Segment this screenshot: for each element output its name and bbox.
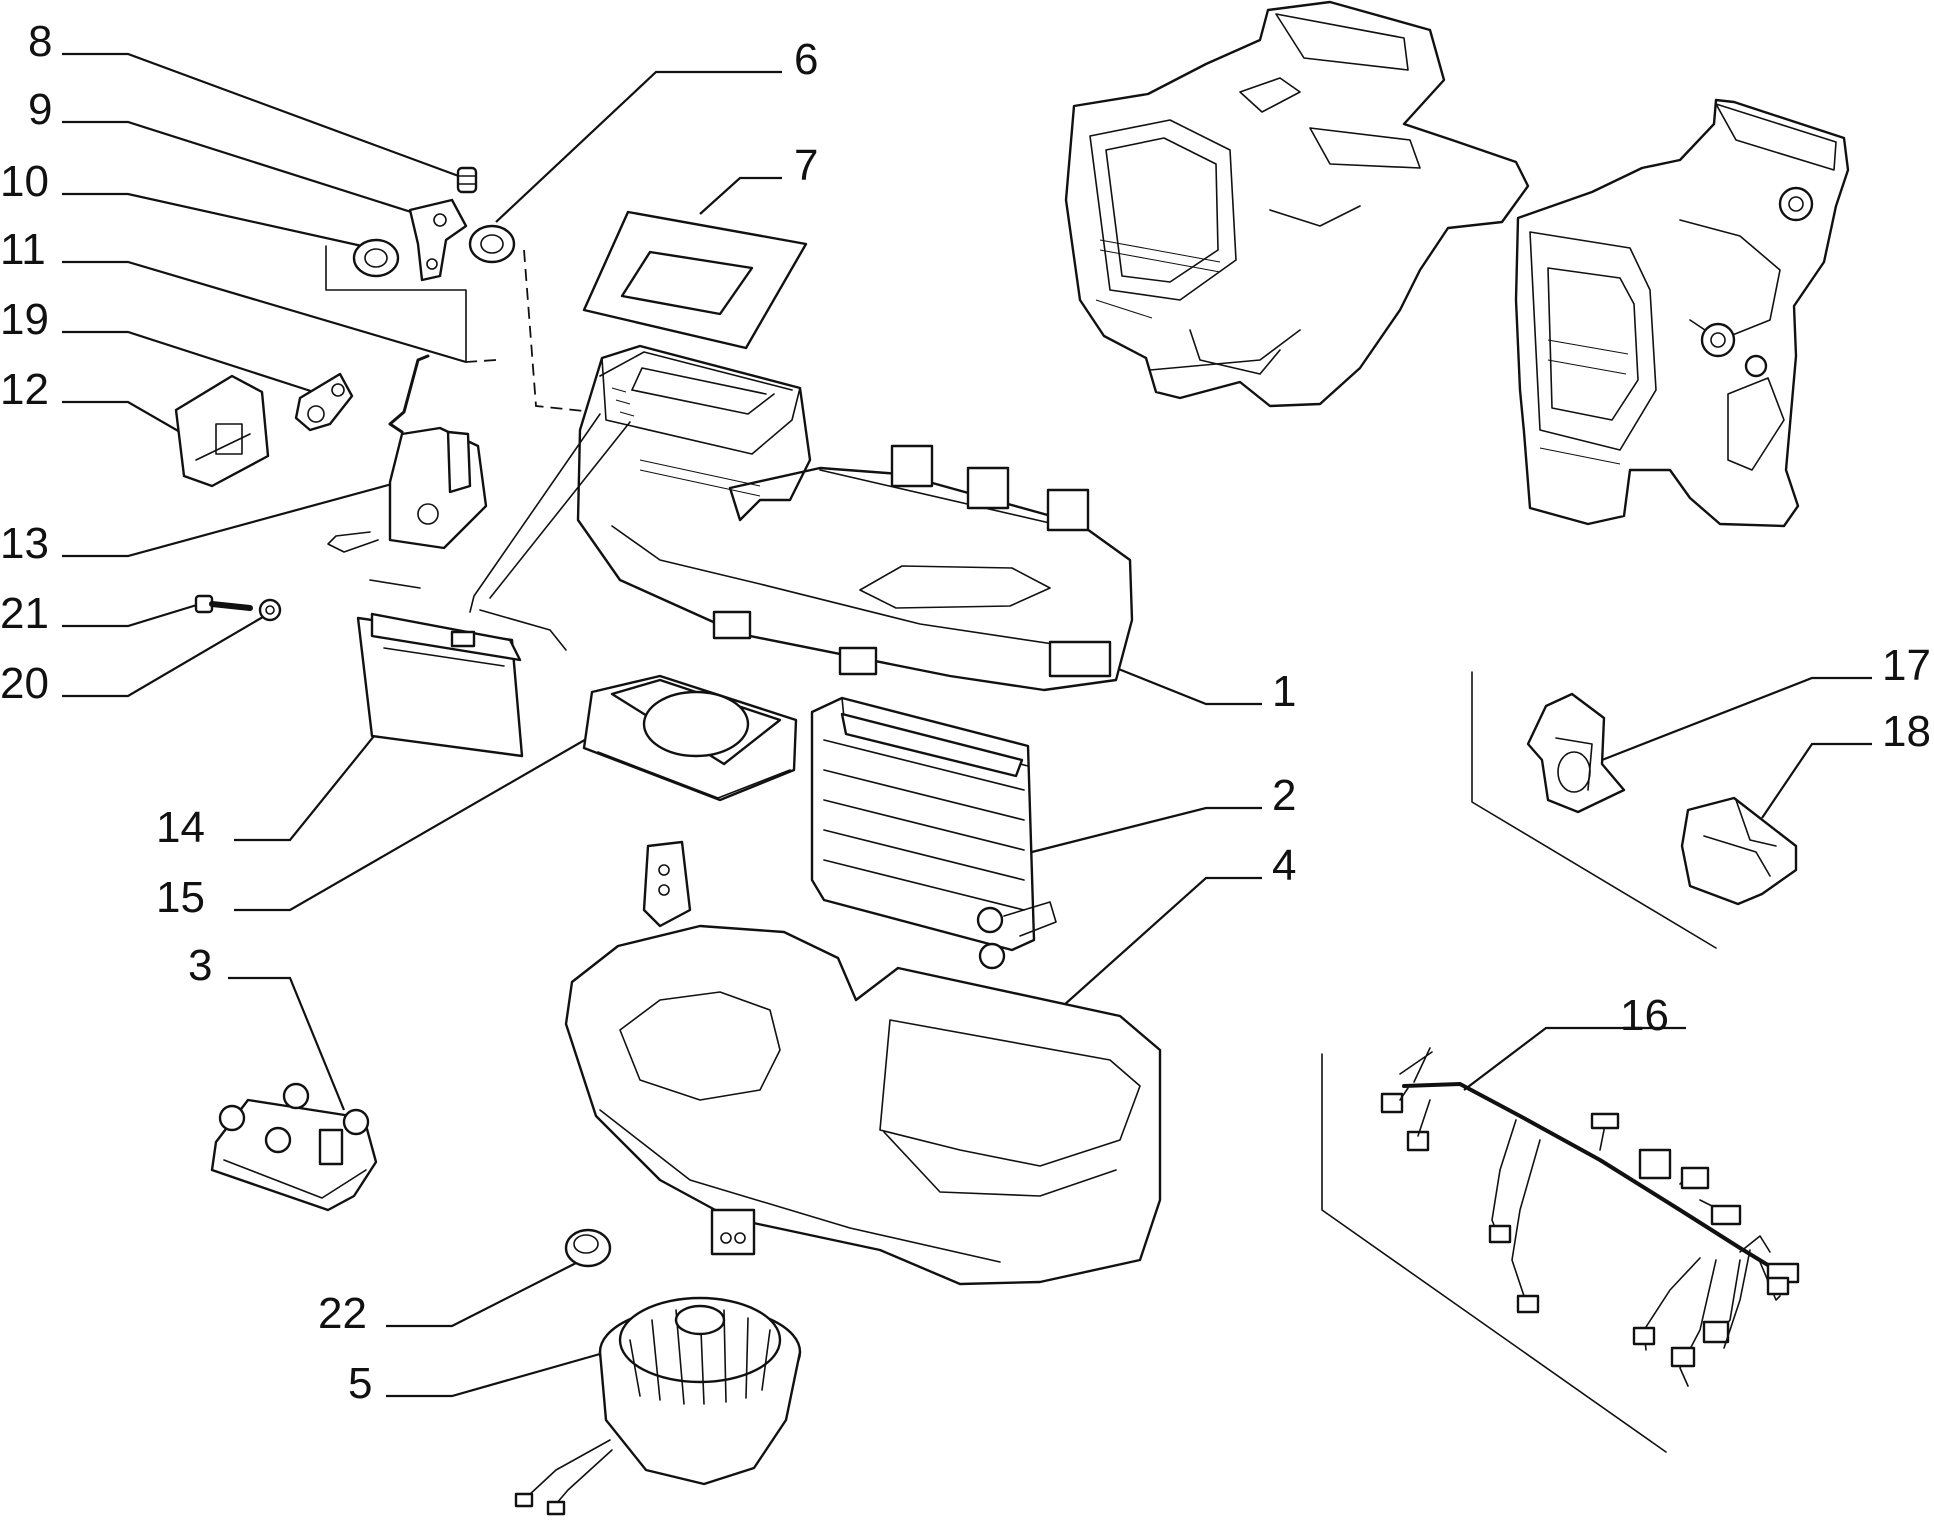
callout-18: 18 bbox=[1882, 707, 1931, 756]
leader-2 bbox=[1031, 806, 1262, 854]
callout-17: 17 bbox=[1882, 641, 1931, 690]
bracket-17-18 bbox=[1471, 671, 1717, 949]
callout-20: 20 bbox=[0, 659, 49, 708]
leader-17 bbox=[1601, 676, 1872, 762]
callout-10: 10 bbox=[0, 157, 49, 206]
callout-4: 4 bbox=[1272, 841, 1296, 890]
leader-22 bbox=[386, 1261, 579, 1328]
part-20-washer bbox=[258, 598, 282, 622]
part-8-screw bbox=[456, 166, 478, 194]
leader-1 bbox=[1115, 666, 1262, 706]
part-22-grommet bbox=[564, 1228, 612, 1268]
part-16-wiring-harness bbox=[1380, 1047, 1800, 1387]
part-3-resistor bbox=[210, 1082, 378, 1212]
leader-11 bbox=[62, 260, 467, 364]
callout-22: 22 bbox=[318, 1289, 367, 1338]
heater-assembly-left bbox=[1064, 0, 1530, 408]
leader-20 bbox=[62, 613, 269, 698]
part-12-bracket bbox=[174, 374, 270, 488]
callout-13: 13 bbox=[0, 519, 49, 568]
callout-2: 2 bbox=[1272, 771, 1296, 820]
leader-8 bbox=[62, 52, 465, 180]
leader-9 bbox=[62, 120, 431, 220]
leader-13 bbox=[62, 482, 393, 558]
leader-10 bbox=[62, 192, 363, 248]
callout-7: 7 bbox=[794, 141, 818, 190]
leader-16 bbox=[1463, 1026, 1686, 1091]
leader-21 bbox=[62, 602, 201, 628]
callout-14: 14 bbox=[156, 803, 205, 852]
callout-12: 12 bbox=[0, 365, 49, 414]
leader-7 bbox=[699, 176, 782, 215]
callout-labels: 8 9 10 11 19 12 13 21 20 14 15 3 22 5 6 … bbox=[0, 17, 1931, 1408]
part-13-actuator bbox=[327, 426, 488, 553]
part-9-lever bbox=[408, 198, 468, 282]
leader-19 bbox=[62, 330, 321, 396]
leader-lines bbox=[62, 52, 1872, 1398]
leader-15 bbox=[234, 729, 603, 912]
dashed-line-11 bbox=[465, 359, 497, 363]
callout-3: 3 bbox=[188, 941, 212, 990]
part-15-blower-plate bbox=[582, 674, 798, 802]
part-14-filter-flap bbox=[356, 612, 524, 758]
callout-9: 9 bbox=[28, 85, 52, 134]
leader-5 bbox=[386, 1348, 615, 1398]
part-19-clip bbox=[294, 372, 354, 432]
bracket-10-11 bbox=[325, 245, 467, 363]
leader-6 bbox=[495, 70, 782, 223]
part-4-lower-housing bbox=[564, 840, 1162, 1286]
leader-14 bbox=[234, 693, 409, 842]
heater-assembly-right bbox=[1514, 98, 1850, 528]
part-6-bushing bbox=[468, 224, 516, 264]
leader-12 bbox=[62, 400, 181, 433]
part-21-screw bbox=[194, 594, 253, 614]
leader-3 bbox=[228, 976, 346, 1111]
part-7-filter-frame bbox=[582, 210, 808, 350]
bracket-lines bbox=[325, 245, 1717, 1453]
callout-21: 21 bbox=[0, 589, 49, 638]
connector-lines bbox=[369, 413, 631, 651]
callout-15: 15 bbox=[156, 873, 205, 922]
callout-6: 6 bbox=[794, 35, 818, 84]
part-11-wire-rod bbox=[388, 354, 430, 434]
callout-16: 16 bbox=[1620, 991, 1669, 1040]
part-5-blower-motor bbox=[514, 1296, 802, 1516]
callout-5: 5 bbox=[348, 1359, 372, 1408]
part-18-clip bbox=[1680, 796, 1798, 906]
leader-18 bbox=[1761, 742, 1872, 819]
callout-19: 19 bbox=[0, 295, 49, 344]
callout-11: 11 bbox=[0, 225, 46, 274]
part-1-upper-housing bbox=[576, 344, 1134, 692]
part-10-bushing bbox=[352, 238, 400, 278]
part-17-clip bbox=[1526, 692, 1626, 814]
callout-8: 8 bbox=[28, 17, 52, 66]
bracket-16 bbox=[1321, 1053, 1667, 1453]
part-2-heat-exchanger bbox=[810, 696, 1057, 970]
callout-1: 1 bbox=[1272, 667, 1296, 716]
dashed-line-6 bbox=[523, 249, 613, 415]
leader-4 bbox=[1053, 876, 1262, 1015]
